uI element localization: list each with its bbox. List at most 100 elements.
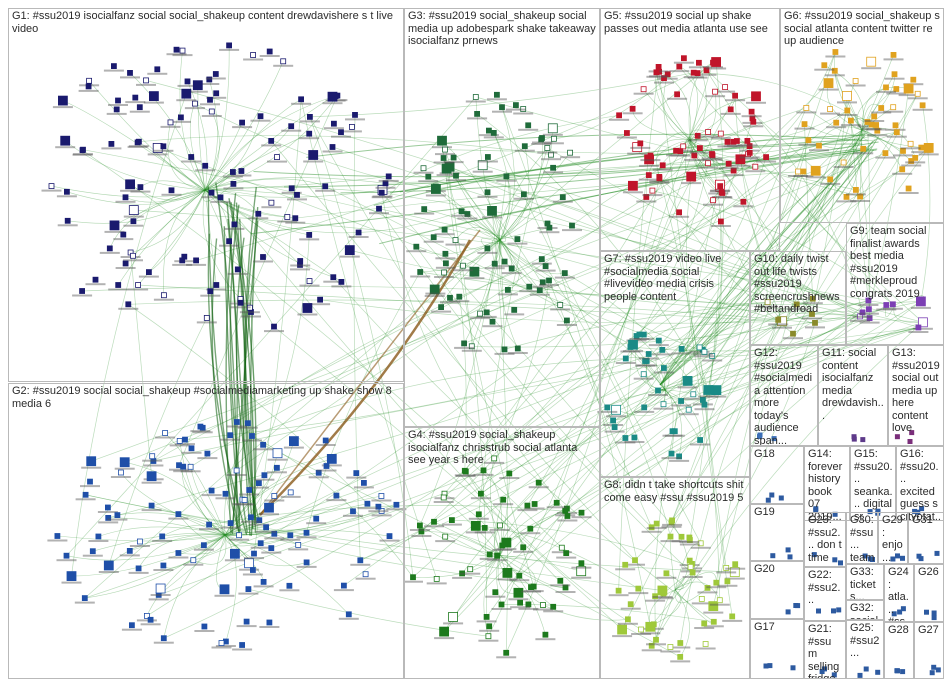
node-label-mark (524, 507, 545, 510)
group-label-g10: G10: daily twist out life twists #ssu201… (754, 253, 840, 315)
node-label-mark (662, 523, 683, 526)
node-label-mark (520, 532, 541, 535)
node-label-mark (243, 58, 264, 61)
node-g19 (787, 554, 793, 560)
edge (140, 180, 206, 191)
node-g2 (86, 456, 97, 467)
node-g1 (231, 221, 238, 228)
node-label-mark (264, 537, 285, 540)
node-g6 (900, 147, 906, 154)
node-label-mark (484, 267, 505, 270)
edge (688, 62, 714, 141)
node-g3 (546, 277, 552, 284)
edge (632, 108, 691, 141)
node-label-mark (141, 509, 162, 512)
node-g7 (701, 401, 708, 408)
node-label-mark (206, 288, 227, 291)
node-g2 (180, 463, 187, 470)
node-g8 (653, 636, 659, 643)
edge (479, 239, 502, 314)
node-label-mark (80, 485, 100, 488)
node-label-mark (411, 535, 432, 537)
node-label-mark (793, 175, 814, 177)
edge (656, 72, 691, 141)
node-label-mark (876, 90, 896, 93)
node-g2 (264, 502, 274, 513)
edge (224, 532, 307, 544)
node-g5 (730, 167, 737, 174)
node-label-mark (386, 508, 407, 511)
node-g6 (890, 52, 897, 58)
node-g4 (486, 623, 493, 630)
node-label-mark (339, 255, 360, 258)
node-g4 (576, 566, 587, 577)
node-label-mark (477, 160, 498, 163)
edge (699, 347, 727, 568)
node-g2 (260, 441, 267, 448)
edge (444, 149, 501, 241)
node-label-mark (625, 563, 645, 566)
edge (306, 133, 869, 158)
node-label-mark (661, 525, 682, 528)
node-label-mark (210, 200, 231, 203)
node-label-mark (299, 284, 320, 287)
edge (451, 519, 691, 568)
edge (224, 441, 295, 536)
node-g2 (201, 623, 208, 630)
node-g1 (191, 100, 198, 107)
node-label-mark (418, 180, 439, 183)
group-panel-g17: G17 (750, 619, 804, 679)
node-g8 (686, 534, 693, 541)
edge (204, 189, 334, 278)
edge (471, 301, 921, 348)
node-label-mark (670, 154, 691, 157)
node-label-mark (557, 519, 578, 522)
node-g1 (237, 299, 244, 306)
edge (146, 110, 848, 617)
node-g3 (484, 245, 491, 252)
node-label-mark (912, 108, 933, 111)
node-label-mark (805, 176, 826, 179)
edge (499, 147, 548, 241)
edge (806, 107, 863, 136)
node-label-mark (666, 154, 687, 157)
edge (204, 79, 218, 191)
node-label-mark (871, 111, 892, 114)
node-label-mark (539, 284, 559, 286)
node-label-mark (454, 346, 475, 349)
node-g24 (891, 611, 897, 617)
edge (499, 239, 513, 269)
group-panel-g1: G1: #ssu2019 isocialfanz social social_s… (8, 8, 404, 382)
node-label-mark (315, 189, 336, 192)
node-g2 (287, 532, 294, 539)
node-label-mark (505, 108, 526, 111)
edge (108, 534, 226, 566)
node-g6 (803, 105, 810, 111)
node-g1 (85, 83, 92, 90)
node-g3 (544, 145, 551, 151)
edge (98, 526, 226, 537)
node-label-mark (556, 324, 577, 326)
group-label-g20: G20 (754, 563, 775, 575)
edge (211, 238, 242, 539)
node-g2 (375, 503, 382, 510)
node-label-mark (56, 559, 77, 562)
node-g6 (903, 83, 914, 94)
edge (463, 145, 820, 344)
node-g1 (238, 168, 245, 174)
edge (262, 444, 681, 658)
node-g8 (724, 578, 731, 585)
edge (693, 116, 875, 395)
node-g2 (350, 508, 356, 515)
node-g4 (550, 603, 557, 610)
node-g1 (330, 120, 337, 127)
node-g2 (155, 583, 166, 594)
node-g29 (895, 553, 900, 559)
node-label-mark (648, 344, 669, 347)
edge (309, 116, 566, 512)
node-g2 (251, 550, 257, 557)
node-g26 (931, 610, 937, 616)
edge (920, 105, 931, 302)
edge (846, 80, 863, 131)
node-label-mark (120, 189, 141, 192)
